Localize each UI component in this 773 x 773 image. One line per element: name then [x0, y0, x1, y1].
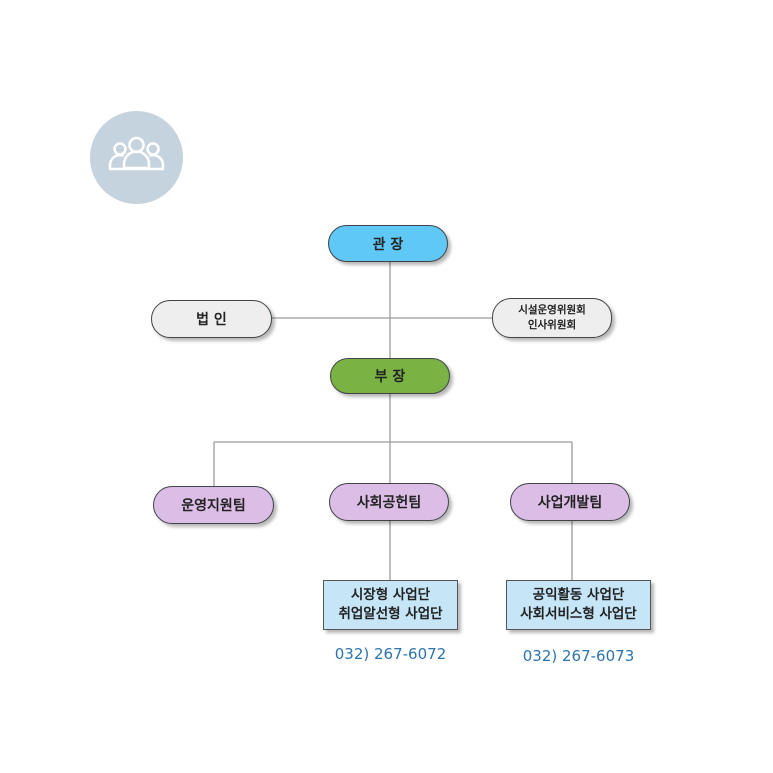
team-label-operations: 운영지원팀 [181, 498, 246, 514]
unit-line: 시장형 사업단 [350, 587, 431, 603]
team-node-social: 사회공헌팀 [329, 483, 449, 521]
director-node: 관 장 [328, 225, 448, 262]
unit-line: 사회서비스형 사업단 [520, 606, 637, 622]
committee-node: 시설운영위원회 인사위원회 [492, 298, 612, 338]
corporation-label: 법 인 [196, 312, 227, 328]
avatar [90, 111, 183, 204]
phone-business: 032) 267-6073 [522, 647, 635, 665]
unit-line: 공익활동 사업단 [532, 587, 625, 603]
phone-social: 032) 267-6072 [334, 645, 447, 663]
team-node-operations: 운영지원팀 [153, 486, 274, 524]
manager-label: 부 장 [374, 369, 406, 385]
committee-label-2: 인사위원회 [527, 319, 577, 331]
people-group-icon [108, 136, 165, 171]
team-node-business: 사업개발팀 [510, 483, 630, 521]
corporation-node: 법 인 [151, 300, 272, 338]
committee-label-1: 시설운영위원회 [518, 304, 586, 316]
director-label: 관 장 [372, 236, 404, 253]
unit-box-social: 시장형 사업단 취업알선형 사업단 [323, 580, 458, 630]
unit-box-business: 공익활동 사업단 사회서비스형 사업단 [506, 580, 651, 630]
team-label-business: 사업개발팀 [537, 495, 603, 511]
team-label-social: 사회공헌팀 [356, 495, 422, 511]
unit-line: 취업알선형 사업단 [338, 606, 443, 622]
manager-node: 부 장 [330, 358, 450, 394]
